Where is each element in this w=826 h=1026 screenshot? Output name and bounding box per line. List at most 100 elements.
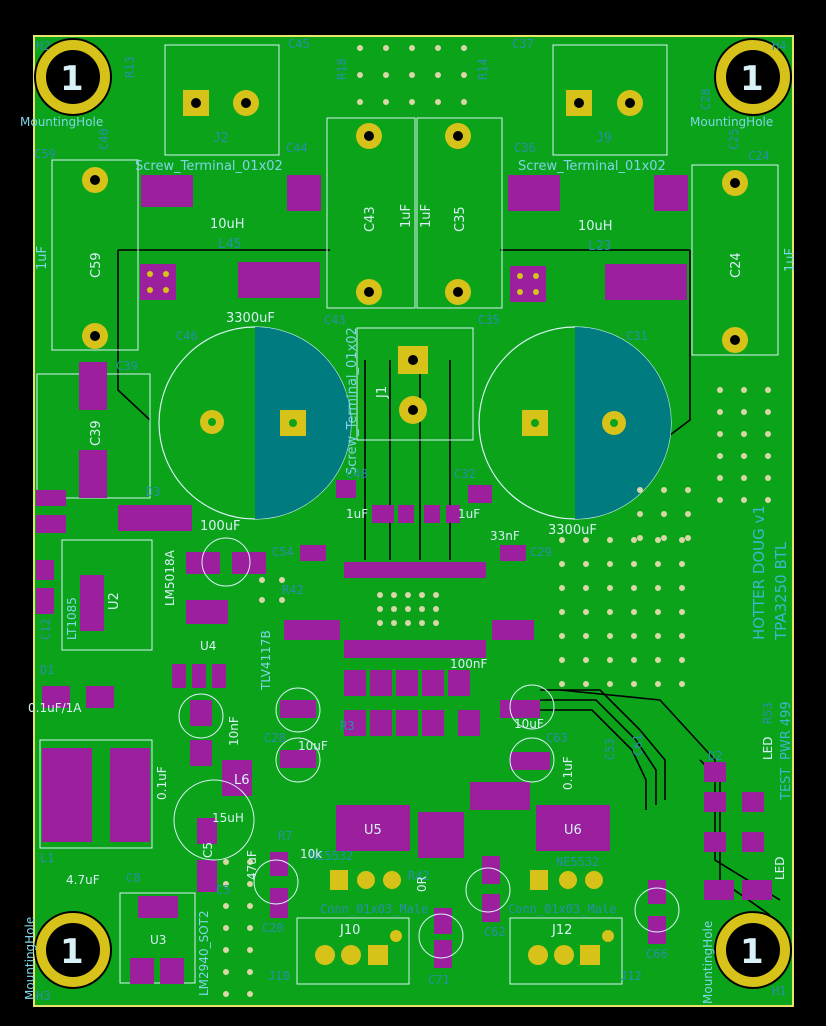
via [655,609,661,615]
label-l23: L23 [588,239,611,254]
small-caps [173,537,680,959]
via [409,99,415,105]
via [717,387,723,393]
label-c61: C61 [631,734,645,756]
smd-pads [36,175,772,984]
via [559,609,565,615]
label-c20: C20 [262,921,284,935]
via [607,537,613,543]
quad-pads [140,264,546,302]
via [391,620,397,626]
via [223,991,229,997]
via [559,633,565,639]
label-j9: J9 [596,131,612,146]
via [655,561,661,567]
label-u2v: LT1085 [65,597,79,640]
label-c59: C59 [89,252,104,278]
board-edge [33,35,794,1007]
via [685,487,691,493]
mh-num-bl: 1 [60,932,84,972]
label-c59v: 1uF [35,246,50,270]
label-c37: C37 [512,37,534,51]
label-c28b: C28 [264,731,286,745]
via [741,387,747,393]
via [583,633,589,639]
label-h2: H2 [36,39,50,53]
via [247,859,253,865]
label-c71: C71 [428,973,450,987]
via [405,606,411,612]
via [583,609,589,615]
label-d1v: 0.1uF/1A [28,701,82,715]
label-c47: 47uF [245,850,259,880]
via [223,969,229,975]
via [607,585,613,591]
label-c29: C29 [530,545,552,559]
label-c39-ref: C39 [116,359,138,373]
via [357,45,363,51]
quad-holes [147,271,539,295]
label-c24: C24 [729,252,744,278]
via [765,409,771,415]
label-r0r: 0R [415,876,429,892]
label-d2: D2 [708,749,722,763]
via [679,561,685,567]
label-c66: C66 [646,947,668,961]
via [433,620,439,626]
label-c35v: 1uF [419,204,434,228]
via [559,537,565,543]
via [607,633,613,639]
label-led-b: LED [773,856,787,880]
via [765,475,771,481]
via [583,561,589,567]
via [419,620,425,626]
label-j10: J10 [339,923,360,938]
label-conn-a: Conn_01x03_Male [320,902,428,916]
via [377,592,383,598]
label-c43-ref: C43 [324,313,346,327]
via [409,72,415,78]
via [405,620,411,626]
label-d1: D1 [40,663,54,677]
via [679,537,685,543]
via [559,681,565,687]
label-d3: D3 [146,485,160,499]
label-c8: C8 [126,871,140,885]
label-c01u-b: 0.1uF [561,756,575,790]
label-test: TEST [779,768,794,801]
cap-c46 [158,326,352,520]
via [765,453,771,459]
label-c4u7: 4.7uF [66,873,100,887]
via [247,903,253,909]
label-c01u: 0.1uF [155,766,169,800]
label-c24-ref: C24 [748,149,770,163]
via [741,453,747,459]
via [765,387,771,393]
mh-label-tr: MountingHole [690,115,773,129]
via [583,681,589,687]
via [223,903,229,909]
via [637,511,643,517]
via [765,497,771,503]
via [259,597,265,603]
label-j12-ref: J12 [620,969,642,983]
label-c36: C36 [514,141,536,155]
via [419,606,425,612]
via [655,657,661,663]
label-u5: U5 [364,823,382,838]
labels: H2 H4 H3 H1 1 1 1 1 MountingHole Mountin… [20,37,798,1004]
label-u3v: LM2940_SOT2 [197,910,211,996]
label-c10u-b: 10uF [514,717,544,731]
via [631,681,637,687]
via [435,72,441,78]
via [685,535,691,541]
via [391,592,397,598]
via [409,45,415,51]
via [247,925,253,931]
via [631,609,637,615]
label-c44: C44 [286,141,308,155]
via [461,72,467,78]
via [223,881,229,887]
via [631,537,637,543]
